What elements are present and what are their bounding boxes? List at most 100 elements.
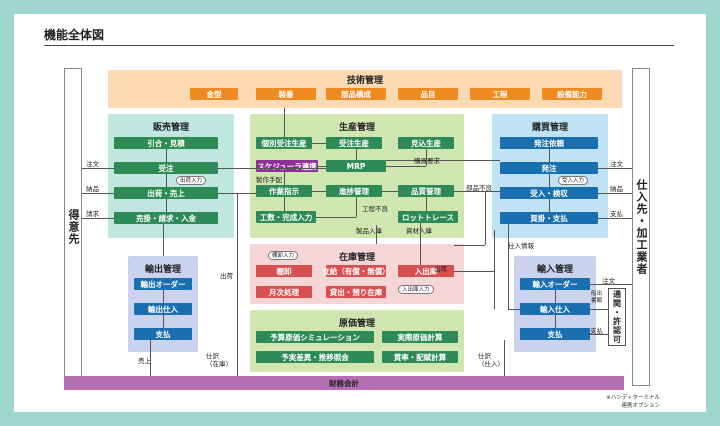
inventory-getsuji: 月次処理 [256, 286, 312, 298]
export-order: 輸出オーダー [134, 278, 192, 290]
line-imp-2 [555, 315, 556, 328]
lbl-seikyuu-left: 請求 [86, 210, 99, 218]
line-juchu-mrp [218, 168, 326, 169]
title-rule [44, 45, 674, 46]
purchase-kaikake: 買掛・支払 [500, 212, 598, 224]
customer-panel: 得意先 [64, 68, 82, 386]
line-nouhin-left [82, 193, 114, 194]
line-inv-import [454, 271, 494, 272]
page-title: 機能全体図 [44, 28, 105, 42]
sales-badge: 出荷入力 [176, 176, 207, 185]
purchase-ukeire: 受入・検収 [500, 187, 598, 199]
prod-order: 受注生産 [326, 137, 382, 149]
line-purchase-inventory [485, 191, 486, 245]
line-prod-i [356, 197, 357, 217]
line-trace-nyushukko [420, 223, 421, 265]
prod-instruction: 作業指示 [256, 185, 312, 197]
tech-title: 技術管理 [346, 76, 383, 86]
line-export-1 [163, 290, 164, 303]
tech-kanagata: 金型 [190, 88, 238, 100]
export-shiharai: 支払 [134, 328, 192, 340]
cost-simulation: 予算原価シミュレーション [256, 331, 374, 343]
line-seikyuu-left [82, 218, 114, 219]
lbl-uriage: 売上 [138, 357, 151, 365]
sales-juchu: 受注 [114, 162, 218, 174]
supplier-panel: 仕入先・加工業者 [632, 68, 650, 386]
prod-forecast: 見込生産 [398, 137, 454, 149]
line-imp-chuumon [590, 284, 632, 285]
import-shiire: 輸入仕入 [520, 303, 590, 315]
line-pur-3 [549, 199, 550, 212]
line-sales-2 [166, 174, 167, 187]
line-prod-b [356, 149, 357, 160]
line-prod-h [312, 191, 326, 192]
inventory-nyushukko: 入出庫 [398, 265, 454, 277]
sales-hikiai: 引合・見積 [114, 137, 218, 149]
export-title: 輸出管理 [144, 265, 181, 275]
lbl-chuumon-import: 注文 [602, 277, 615, 285]
tech-buhin-kousei: 部品構成 [326, 88, 386, 100]
lbl-shizai-nyuko: 資材入庫 [406, 227, 432, 235]
line-sales-1 [166, 149, 167, 162]
import-order: 輸入オーダー [520, 278, 590, 290]
line-prod-j [316, 217, 356, 218]
purchase-title: 購買管理 [531, 123, 568, 133]
line-pur-import [508, 224, 509, 309]
line-mrp-hacchu [386, 160, 500, 161]
lbl-shukka: 出荷 [220, 272, 233, 280]
tech-koutei: 工程 [470, 88, 530, 100]
lbl-shiharai-right: 支払 [610, 210, 623, 218]
sales-urikake: 売掛・請求・入金 [114, 212, 218, 224]
tech-setsubi: 設備能力 [542, 88, 602, 100]
lbl-nouhin-right: 納品 [610, 185, 623, 193]
line-pur-1 [549, 149, 550, 162]
lbl-shiharai-import: 支払 [590, 327, 603, 335]
prod-actual: 工数・完成入力 [256, 211, 316, 223]
tech-hinmoku: 品目 [398, 88, 458, 100]
line-prod-d [386, 166, 426, 167]
line-import-finance [504, 340, 505, 376]
lbl-nouhin-left: 納品 [86, 185, 99, 193]
lbl-shukka-shorui: 船出 書類 [591, 291, 603, 304]
cost-jissai: 実際原価計算 [382, 331, 458, 343]
purchase-hacchu: 発注 [500, 162, 598, 174]
line-export-2 [163, 315, 164, 328]
lbl-buhin-furyou: 部品不良 [466, 184, 492, 192]
sales-title: 販売管理 [152, 123, 189, 133]
inventory-badge2: 入出庫入力 [398, 285, 434, 294]
line-prod-inventory [376, 225, 377, 244]
terminal-note: ※ハンディターミナル 連携オプション [606, 395, 660, 409]
inventory-title: 在庫管理 [338, 253, 375, 263]
inventory-shikyu: 支給（有償・無償） [322, 265, 390, 277]
prod-progress: 進捗管理 [326, 185, 382, 197]
purchase-badge: 受入入力 [558, 176, 589, 185]
lbl-shukko: 出荷 [434, 265, 447, 273]
inventory-kashidashi: 貸出・預り在庫 [326, 286, 386, 298]
line-imp-shorui [590, 309, 608, 310]
line-prod-e [318, 166, 326, 167]
supplier-label: 仕入先・加工業者 [635, 179, 648, 275]
line-chuumon-left [82, 168, 114, 169]
line-import-up [494, 230, 495, 309]
line-purchase-inv-h [454, 245, 485, 246]
lbl-chuumon-left: 注文 [86, 160, 99, 168]
line-shiharai-right [598, 218, 632, 219]
cost-title: 原価管理 [338, 319, 375, 329]
line-pur-2 [549, 174, 550, 187]
inventory-badge1: 棚卸入力 [268, 251, 299, 260]
customs-box: 通関・許認可 [608, 288, 626, 346]
prod-quality: 品質管理 [398, 185, 454, 197]
lbl-shiwake-zaiko: 仕訳 （在庫） [206, 352, 232, 368]
line-nouhin-right [598, 193, 632, 194]
customs-label: 通関・許認可 [612, 290, 622, 344]
inventory-tanaoroshi: 棚卸 [256, 265, 312, 277]
line-prod-a [312, 143, 326, 144]
line-prod-f [284, 172, 285, 185]
lbl-seihin-nyuko: 製品入庫 [356, 227, 382, 235]
lbl-kounyu-youkyu: 購買要求 [414, 157, 440, 165]
line-prod-k [382, 191, 398, 192]
customer-label: 得意先 [67, 209, 80, 245]
line-tech-prod [284, 108, 285, 137]
lbl-seisaku: 製作手配 [256, 176, 282, 184]
line-chuumon-right [598, 168, 632, 169]
